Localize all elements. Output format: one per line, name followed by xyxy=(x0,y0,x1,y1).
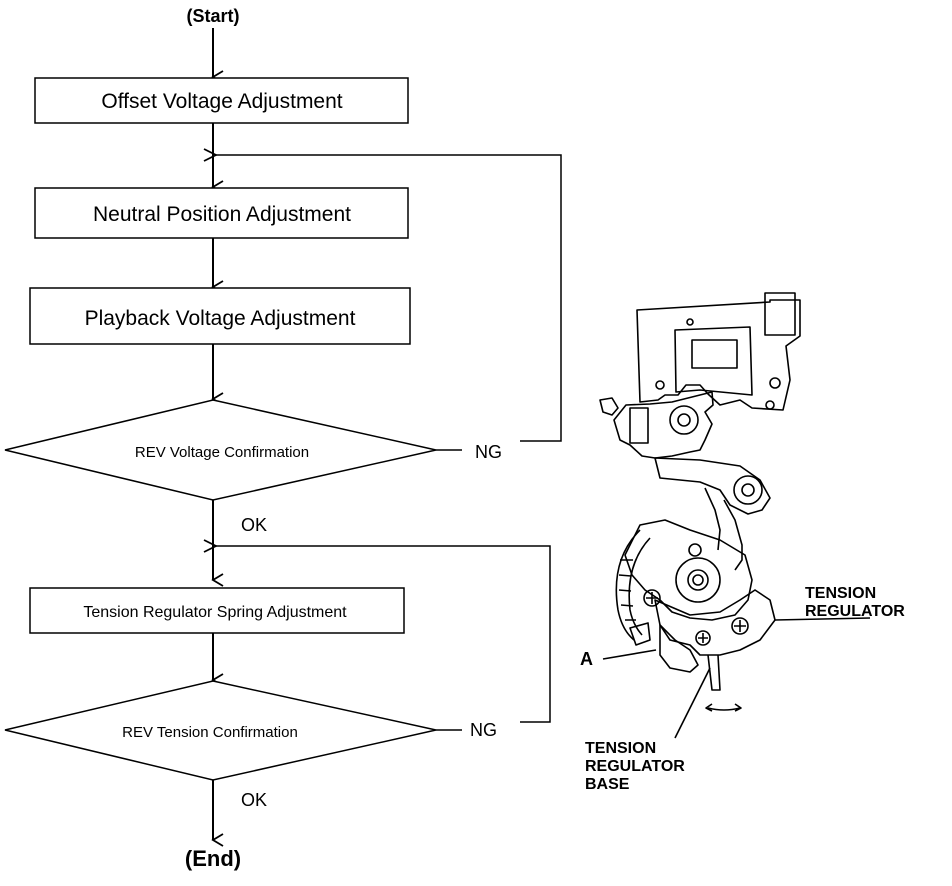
tension-regulator-label-2: REGULATOR xyxy=(805,603,905,620)
step-playback-voltage: Playback Voltage Adjustment xyxy=(29,287,411,345)
step-tension-spring-label: Tension Regulator Spring Adjustment xyxy=(83,604,347,621)
ok-label-2: OK xyxy=(241,790,267,810)
step-offset-voltage: Offset Voltage Adjustment xyxy=(34,77,409,124)
decision-rev-voltage: REV Voltage Confirmation xyxy=(4,399,437,501)
step-neutral-label: Neutral Position Adjustment xyxy=(93,203,351,226)
base-label-1: TENSION xyxy=(585,740,656,757)
decision-rev-tension: REV Tension Confirmation xyxy=(4,680,437,781)
step-offset-label: Offset Voltage Adjustment xyxy=(101,90,342,113)
start-label: (Start) xyxy=(187,6,240,26)
end-label: (End) xyxy=(185,846,241,871)
decision-rev-tension-label: REV Tension Confirmation xyxy=(122,724,298,741)
base-label-3: BASE xyxy=(585,776,630,793)
tension-regulator-label-1: TENSION xyxy=(805,585,876,602)
ng-loopback-1 xyxy=(216,155,562,442)
ok-label-1: OK xyxy=(241,515,267,535)
ng-loopback-2 xyxy=(216,546,551,723)
decision-rev-voltage-label: REV Voltage Confirmation xyxy=(135,444,309,461)
ng-label-2: NG xyxy=(470,720,497,740)
label-a: A xyxy=(580,649,593,669)
step-playback-label: Playback Voltage Adjustment xyxy=(85,307,356,330)
tension-regulator-illustration xyxy=(599,292,871,739)
ng-label-1: NG xyxy=(475,442,502,462)
step-tension-spring: Tension Regulator Spring Adjustment xyxy=(29,587,405,634)
step-neutral-position: Neutral Position Adjustment xyxy=(34,187,409,239)
base-label-2: REGULATOR xyxy=(585,758,685,775)
